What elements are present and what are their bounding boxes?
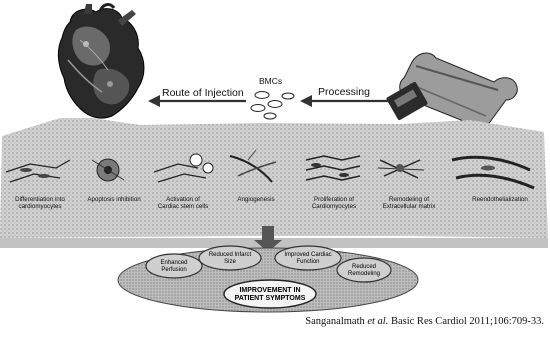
mechanism-label: Angiogenesis <box>237 196 274 203</box>
outcome-label: Enhanced <box>160 260 187 266</box>
mechanism-label: Differentiation into <box>15 196 65 203</box>
mechanism-label: Cardiomyocytes <box>312 203 356 210</box>
mechanism-label: cardiomyocytes <box>19 203 62 210</box>
outcome-label: Size <box>224 259 236 265</box>
outcome-label: PATIENT SYMPTOMS <box>235 295 306 302</box>
outcome-label: Perfusion <box>161 267 186 273</box>
outcome-label: Improved Cardiac <box>284 252 331 258</box>
bmc-cluster <box>251 92 294 120</box>
citation-etal: et al. <box>367 316 388 327</box>
heart-illustration <box>58 4 144 118</box>
bone-marrow-illustration <box>386 53 517 128</box>
mechanism-label: Apoptosis inhibition <box>87 196 141 203</box>
outcome-reduced-infarct-size: Reduced Infarct Size <box>199 246 261 270</box>
citation: Sanganalmath et al. Basic Res Cardiol 20… <box>268 316 544 327</box>
outcome-label: Reduced <box>352 264 376 270</box>
citation-source: Basic Res Cardiol 2011;106:709-33. <box>391 316 544 327</box>
mechanism-label: Extracellular matrix <box>383 203 437 210</box>
outcome-label: Remodeling <box>348 271 380 277</box>
outcome-label: Function <box>296 259 319 265</box>
outcome-enhanced-perfusion: Enhanced Perfusion <box>146 254 202 278</box>
processing-label: Processing <box>318 86 370 98</box>
mechanism-label: Cardiac stem cells <box>158 203 209 210</box>
mechanism-label: Activation of <box>166 196 200 203</box>
outcome-patient-symptoms: IMPROVEMENT IN PATIENT SYMPTOMS <box>224 280 316 308</box>
mechanism-label: Remodeling of <box>389 196 429 203</box>
bmc-label: BMCs <box>259 76 282 86</box>
outcome-label: Reduced Infarct <box>209 252 252 258</box>
outcome-improved-cardiac-function: Improved Cardiac Function <box>275 246 341 270</box>
citation-authors: Sanganalmath <box>305 316 364 327</box>
outcome-label: IMPROVEMENT IN <box>239 287 300 294</box>
mechanism-label: Proliferation of <box>314 196 354 203</box>
mechanism-label: Reendothelialization <box>472 196 528 203</box>
outcome-reduced-remodeling: Reduced Remodeling <box>337 258 391 282</box>
route-label: Route of Injection <box>162 87 244 99</box>
